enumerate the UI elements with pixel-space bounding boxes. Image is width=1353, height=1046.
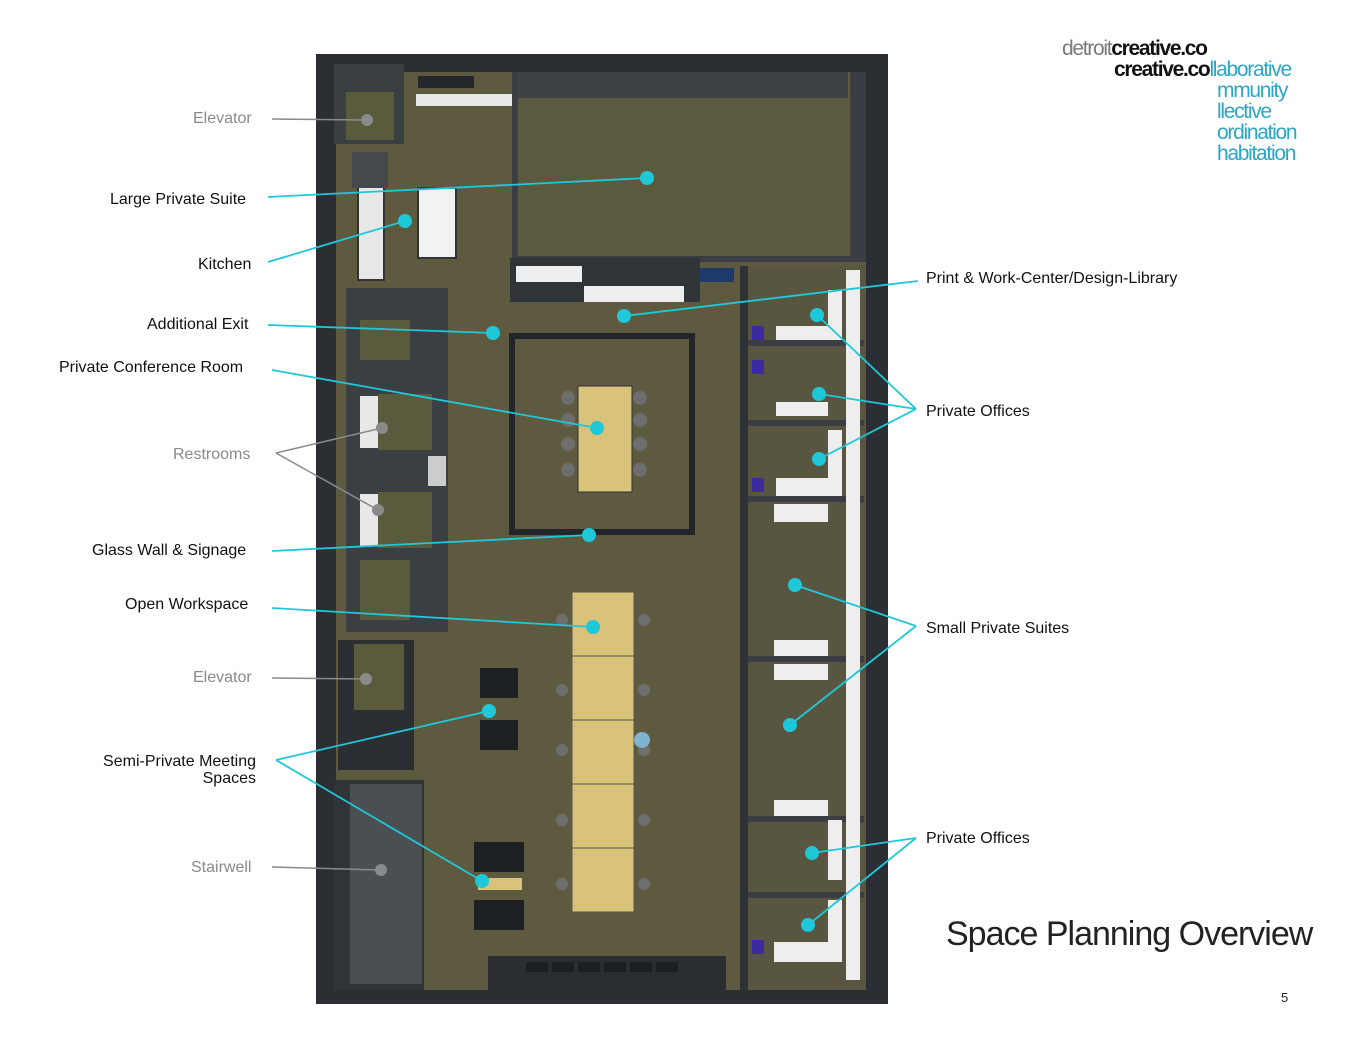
logo-cohabitation-text: habitation	[1217, 142, 1296, 165]
label-print-work-center: Print & Work-Center/Design-Library	[926, 270, 1178, 287]
large-private-suite-room	[516, 98, 850, 258]
logo-coordination-text: ordination	[1217, 121, 1298, 144]
label-open-workspace: Open Workspace	[125, 596, 249, 613]
logo-collective-text: llective	[1217, 100, 1272, 123]
label-kitchen: Kitchen	[198, 256, 252, 273]
gray-callout-lines	[271, 118, 383, 871]
logo-community-text: mmunity	[1217, 79, 1289, 102]
gray-callout-dots	[360, 114, 388, 876]
logo-creative-co-text: creative.co	[1114, 58, 1211, 81]
logo-creative-text: creative.co	[1111, 37, 1208, 60]
office-partitions	[748, 340, 864, 898]
label-private-conference-room: Private Conference Room	[59, 359, 244, 376]
logo-detroit-text: detroit	[1062, 37, 1113, 60]
conference-room-glass	[509, 333, 695, 535]
label-semi-private-line2: Spaces	[202, 770, 256, 787]
cyan-callout-lines	[267, 177, 919, 926]
label-elevator-top: Elevator	[193, 110, 252, 127]
kitchen-island	[417, 187, 457, 259]
label-restrooms: Restrooms	[173, 446, 251, 463]
label-large-private-suite: Large Private Suite	[110, 191, 247, 208]
page-number: 5	[1281, 990, 1289, 1005]
label-semi-private-line1: Semi-Private Meeting	[103, 753, 256, 770]
label-private-offices-bottom: Private Offices	[926, 830, 1030, 847]
semi-private-meeting-pods	[474, 668, 524, 930]
offices-column	[744, 266, 866, 990]
label-elevator-bottom: Elevator	[193, 669, 252, 686]
logo-collaborative-text: llaborative	[1209, 58, 1292, 81]
page-title: Space Planning Overview	[946, 915, 1313, 953]
label-small-private-suites: Small Private Suites	[926, 620, 1070, 637]
label-stairwell: Stairwell	[191, 859, 252, 876]
label-glass-wall-signage: Glass Wall & Signage	[92, 542, 247, 559]
label-private-offices-top: Private Offices	[926, 403, 1030, 420]
cyan-callout-dots	[398, 171, 826, 932]
label-additional-exit: Additional Exit	[147, 316, 249, 333]
open-workspace-table	[571, 591, 635, 913]
conference-table	[577, 385, 633, 493]
